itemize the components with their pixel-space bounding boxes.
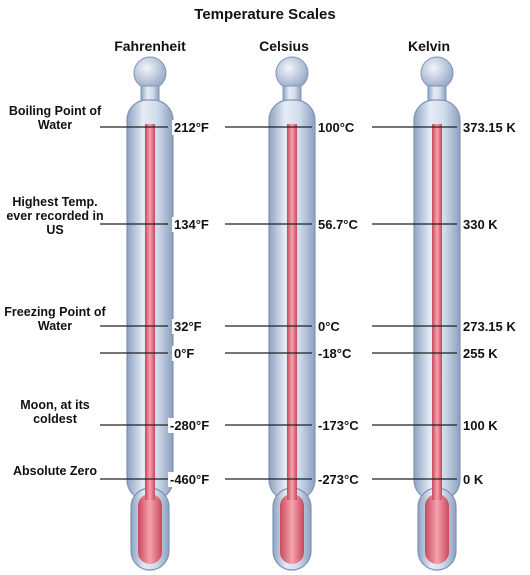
celsius-thermometer-knob xyxy=(275,56,309,90)
fahrenheit-value: 134°F xyxy=(172,217,211,232)
ref-highest-temp-us: Highest Temp. ever recorded in US xyxy=(6,195,104,237)
kelvin-value: 100 K xyxy=(461,418,500,433)
fahrenheit-value: 32°F xyxy=(172,319,204,334)
celsius-value: -173°C xyxy=(316,418,361,433)
celsius-value: 56.7°C xyxy=(316,217,360,232)
fahrenheit-value: 0°F xyxy=(172,346,197,361)
celsius-value: 100°C xyxy=(316,120,357,135)
scale-label-fahrenheit: Fahrenheit xyxy=(114,38,186,54)
kelvin-value: 0 K xyxy=(461,472,486,487)
kelvin-value: 373.15 K xyxy=(461,120,518,135)
ref-freezing-point: Freezing Point of Water xyxy=(4,305,106,333)
kelvin-value: 255 K xyxy=(461,346,500,361)
celsius-value: 0°C xyxy=(316,319,342,334)
ref-moon-coldest: Moon, at its coldest xyxy=(20,398,90,426)
fahrenheit-bulb-mercury xyxy=(138,494,162,564)
ref-absolute-zero: Absolute Zero xyxy=(12,464,98,478)
celsius-bulb-mercury xyxy=(280,494,304,564)
kelvin-bulb-mercury xyxy=(425,494,449,564)
fahrenheit-value: -280°F xyxy=(168,418,212,433)
fahrenheit-value: -460°F xyxy=(168,472,212,487)
kelvin-value: 273.15 K xyxy=(461,319,518,334)
fahrenheit-thermometer-knob xyxy=(133,56,167,90)
fahrenheit-value: 212°F xyxy=(172,120,211,135)
celsius-value: -18°C xyxy=(316,346,354,361)
kelvin-value: 330 K xyxy=(461,217,500,232)
kelvin-mercury-column xyxy=(432,124,442,500)
kelvin-thermometer-knob xyxy=(420,56,454,90)
scale-label-kelvin: Kelvin xyxy=(407,38,450,54)
ref-boiling-point: Boiling Point of Water xyxy=(8,104,102,132)
diagram-title: Temperature Scales xyxy=(194,6,336,23)
celsius-mercury-column xyxy=(287,124,297,500)
scale-label-celsius: Celsius xyxy=(259,38,309,54)
fahrenheit-mercury-column xyxy=(145,124,155,500)
celsius-value: -273°C xyxy=(316,472,361,487)
